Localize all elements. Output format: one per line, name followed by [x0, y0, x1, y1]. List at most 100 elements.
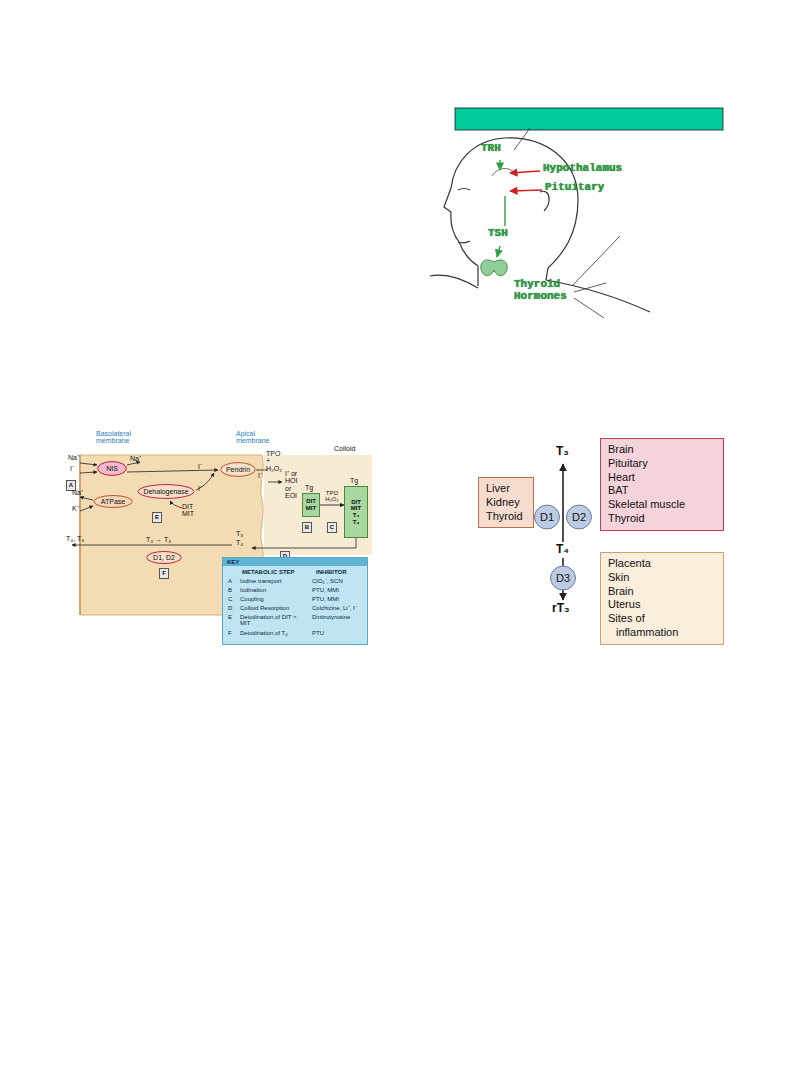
table-cell: Deiodination of DIT > MIT	[240, 614, 304, 627]
enzyme-circle: D1	[534, 504, 560, 530]
table-cell: Colloid Resorption	[240, 605, 289, 611]
transport-arrow	[80, 463, 97, 465]
step-letter: E	[152, 512, 162, 523]
node-text: D3	[556, 573, 570, 584]
node-text: Liver	[486, 482, 526, 496]
node-text: Uterus	[608, 598, 706, 612]
head-outline	[458, 189, 470, 191]
anatomy-label: TRH	[481, 143, 501, 155]
transporter-ellipse	[98, 462, 127, 476]
tissue-box: LiverKidneyThyroid	[478, 477, 534, 528]
hormone-arrow	[504, 196, 505, 226]
ion-label: TPO + H₂O₂	[266, 450, 282, 472]
node-text: Kidney	[486, 496, 526, 510]
node-text: C	[330, 524, 334, 531]
transport-arrow	[80, 472, 97, 473]
hormone-label: T₃	[556, 445, 569, 458]
edge-label: TPO H₂O₂	[324, 490, 340, 503]
ion-label: Na⁺	[130, 455, 141, 462]
node-text: Dehalogenase	[143, 488, 188, 495]
anatomy-label: Hypothalamus	[543, 163, 622, 175]
table-cell: PTU	[312, 630, 324, 636]
hormone-arrow	[499, 160, 500, 170]
hormone-arrow	[497, 246, 500, 257]
step-letter: F	[159, 568, 169, 579]
transport-arrow	[268, 482, 282, 483]
thyroid-gland	[481, 260, 508, 276]
ion-label: T₄ → T₃	[146, 536, 171, 543]
leader-line	[572, 236, 620, 286]
ion-label: Na⁺	[68, 454, 79, 461]
hormone-label: TSH	[488, 228, 508, 240]
anatomy-label: Pituitary	[545, 182, 604, 194]
table-cell: INHIBITOR	[316, 569, 347, 575]
pump-ellipse: ATPase	[93, 495, 133, 508]
node-text: Skin	[608, 571, 706, 585]
tissue-box: BrainPituitaryHeartBATSkeletal muscleThy…	[600, 438, 724, 531]
table-cell: B	[228, 587, 232, 593]
reaction-arrow	[320, 505, 344, 506]
table-cell: A	[228, 578, 232, 584]
node-text: E	[155, 514, 159, 521]
head-outline	[444, 138, 505, 266]
table-cell: F	[228, 630, 232, 636]
node-text: KEY	[223, 558, 367, 566]
head-outline	[430, 138, 650, 312]
enzyme-ellipse: D1, D2	[146, 551, 182, 564]
ion-label: T₃	[236, 530, 243, 537]
ion-label: Na⁺	[72, 489, 83, 496]
node-text: Pituitary	[608, 457, 716, 471]
table-cell: D	[228, 605, 232, 611]
table-cell: PTU, MMI	[312, 587, 339, 593]
table-cell: Coupling	[240, 596, 264, 602]
hormone-label: rT₃	[552, 602, 570, 615]
node-text: Pendrin	[226, 466, 250, 473]
ion-label: Tg	[350, 477, 358, 484]
table-cell: PTU, MMI	[312, 596, 339, 602]
enzyme-ellipse	[147, 552, 182, 564]
enzyme-circle	[551, 566, 576, 590]
table-cell: E	[228, 614, 232, 620]
enzyme-circle: D2	[566, 504, 592, 530]
node-text: D1, D2	[153, 554, 175, 561]
node-text: B	[305, 524, 309, 531]
ion-label: I⁻	[198, 485, 202, 492]
enzyme-ellipse	[138, 485, 194, 499]
node-text: Thyroid	[608, 512, 716, 526]
hormone-label: T₄	[556, 543, 569, 556]
head-outline	[458, 241, 470, 243]
hormone-arrow	[510, 190, 542, 191]
enzyme-circle	[535, 505, 560, 529]
node-text: Skeletal muscle	[608, 498, 716, 512]
transporter-ellipse: Pendrin	[220, 462, 256, 477]
ion-label: I⁻	[258, 472, 262, 479]
region-label: Apical membrane	[236, 430, 269, 445]
node-text: D2	[572, 512, 586, 523]
head-outline	[477, 266, 478, 286]
leader-line	[514, 128, 530, 150]
colloid-box: DIT MIT T₃ T₄	[344, 486, 368, 538]
ion-label: Tg	[305, 484, 313, 491]
transport-arrow	[80, 497, 93, 500]
ion-label: I⁻	[70, 465, 74, 472]
node-text: D1	[540, 512, 554, 523]
node-text: Placenta	[608, 557, 706, 571]
ion-label: I⁺ or HOI or EOI	[285, 470, 297, 499]
title-band	[455, 108, 723, 130]
leader-line	[574, 298, 604, 318]
head-outline	[430, 275, 478, 288]
enzyme-ellipse: Dehalogenase	[137, 484, 195, 499]
table-cell: ClO₄⁻, SCN	[312, 578, 343, 584]
table-cell: Iodination	[240, 587, 266, 593]
transport-arrow	[72, 462, 356, 548]
hormone-arrow	[497, 160, 542, 257]
transporter-ellipse	[221, 463, 256, 477]
table-cell: C	[228, 596, 232, 602]
table-cell: Deiodination of T₄	[240, 630, 288, 636]
deiodinase-arrow	[562, 464, 564, 542]
table-cell: METABOLIC STEP	[242, 569, 295, 575]
node-text: F	[162, 570, 166, 577]
hormone-label: Thyroid Hormones	[514, 279, 567, 302]
